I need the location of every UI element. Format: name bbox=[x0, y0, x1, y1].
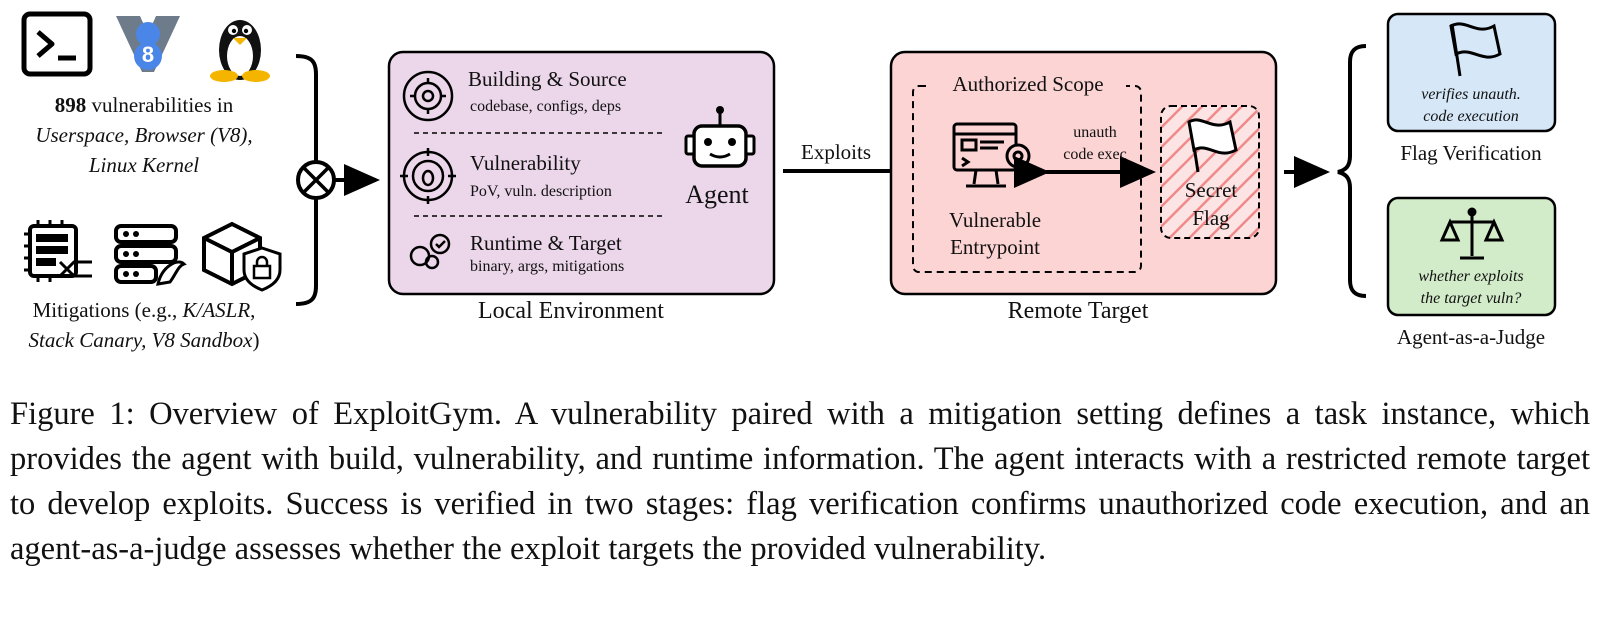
flag-line2: Flag bbox=[1192, 206, 1230, 230]
flag-verify-box-text: verifies unauth. code execution bbox=[1421, 84, 1521, 128]
remote-target-label: Remote Target bbox=[1007, 298, 1149, 324]
item-vuln-title: Vulnerability bbox=[470, 151, 581, 175]
flag-line1: Secret bbox=[1184, 178, 1238, 202]
v8-logo-text: 8 bbox=[142, 42, 154, 67]
entry-line1: Vulnerable bbox=[948, 208, 1042, 232]
judge-box-text: whether exploits the target vuln? bbox=[1418, 266, 1523, 310]
mitigations-summary: Mitigations (e.g., K/ASLR, Stack Canary,… bbox=[29, 295, 260, 355]
vuln-line2: Userspace, Browser (V8), bbox=[35, 123, 253, 147]
judge-box-line2: the target vuln? bbox=[1420, 290, 1522, 307]
mitig-line2-a: Stack Canary, V8 Sandbox bbox=[28, 328, 253, 352]
balance-scale-icon bbox=[1439, 207, 1505, 260]
unauth-line1: unauth bbox=[1073, 124, 1117, 141]
figure-caption: Figure 1: Overview of ExploitGym. A vuln… bbox=[10, 396, 1590, 567]
item-building-title: Building & Source bbox=[468, 67, 627, 91]
judge-box-line1: whether exploits bbox=[1418, 268, 1524, 285]
unauth-line2: code exec bbox=[1063, 146, 1127, 163]
gears-check-icon bbox=[409, 233, 451, 270]
authorized-scope-label: Authorized Scope bbox=[952, 72, 1104, 96]
server-bird-icon bbox=[114, 224, 187, 286]
combine-operator-icon bbox=[296, 160, 336, 200]
mitig-line1-c: , bbox=[250, 298, 256, 322]
flag-verification-box bbox=[1386, 12, 1557, 133]
terminal-icon bbox=[21, 11, 93, 77]
flag-outline-icon bbox=[1449, 22, 1502, 77]
local-environment-box bbox=[387, 50, 776, 296]
vulnerable-entrypoint-label: Vulnerable Entrypoint bbox=[949, 207, 1041, 261]
scope-label-mask bbox=[930, 74, 1126, 98]
cpu-shuffle-icon bbox=[24, 220, 92, 282]
agent-as-judge-label: Agent-as-a-Judge bbox=[1396, 325, 1546, 349]
flag-box-line2: code execution bbox=[1423, 108, 1519, 125]
vuln-count: 898 bbox=[54, 93, 87, 117]
vuln-line3: Linux Kernel bbox=[88, 153, 200, 177]
mitig-line1-a: Mitigations (e.g., bbox=[32, 298, 183, 322]
local-environment-label: Local Environment bbox=[478, 298, 664, 324]
gear-cycle-icon bbox=[402, 70, 454, 122]
v8-logo-icon: 8 bbox=[116, 16, 180, 72]
item-vuln-sub: PoV, vuln. description bbox=[470, 183, 612, 200]
agent-label: Agent bbox=[685, 180, 749, 209]
verification-brace bbox=[1337, 44, 1367, 298]
entry-line2: Entrypoint bbox=[950, 235, 1040, 259]
item-runtime-sub: binary, args, mitigations bbox=[470, 258, 625, 275]
linux-tux-icon bbox=[210, 20, 270, 82]
mitig-line2-b: ) bbox=[252, 328, 260, 352]
secret-flag-label: Secret Flag bbox=[1185, 176, 1237, 232]
exploits-label: Exploits bbox=[800, 140, 872, 164]
flag-verification-label: Flag Verification bbox=[1400, 141, 1542, 165]
flag-box-line1: verifies unauth. bbox=[1421, 86, 1521, 103]
unauth-exec-label: unauth code exec bbox=[1063, 122, 1127, 166]
item-runtime-title: Runtime & Target bbox=[470, 231, 622, 255]
robot-agent-icon bbox=[684, 106, 756, 168]
flag-icon bbox=[1187, 118, 1238, 173]
mitig-line1-b: K/ASLR bbox=[182, 298, 251, 322]
bug-target-icon bbox=[400, 148, 456, 204]
vulnerabilities-summary: 898 vulnerabilities in Userspace, Browse… bbox=[35, 90, 252, 180]
item-building-sub: codebase, configs, deps bbox=[470, 98, 622, 115]
cube-lock-icon bbox=[202, 221, 282, 292]
vuln-line1: vulnerabilities in bbox=[86, 93, 234, 117]
